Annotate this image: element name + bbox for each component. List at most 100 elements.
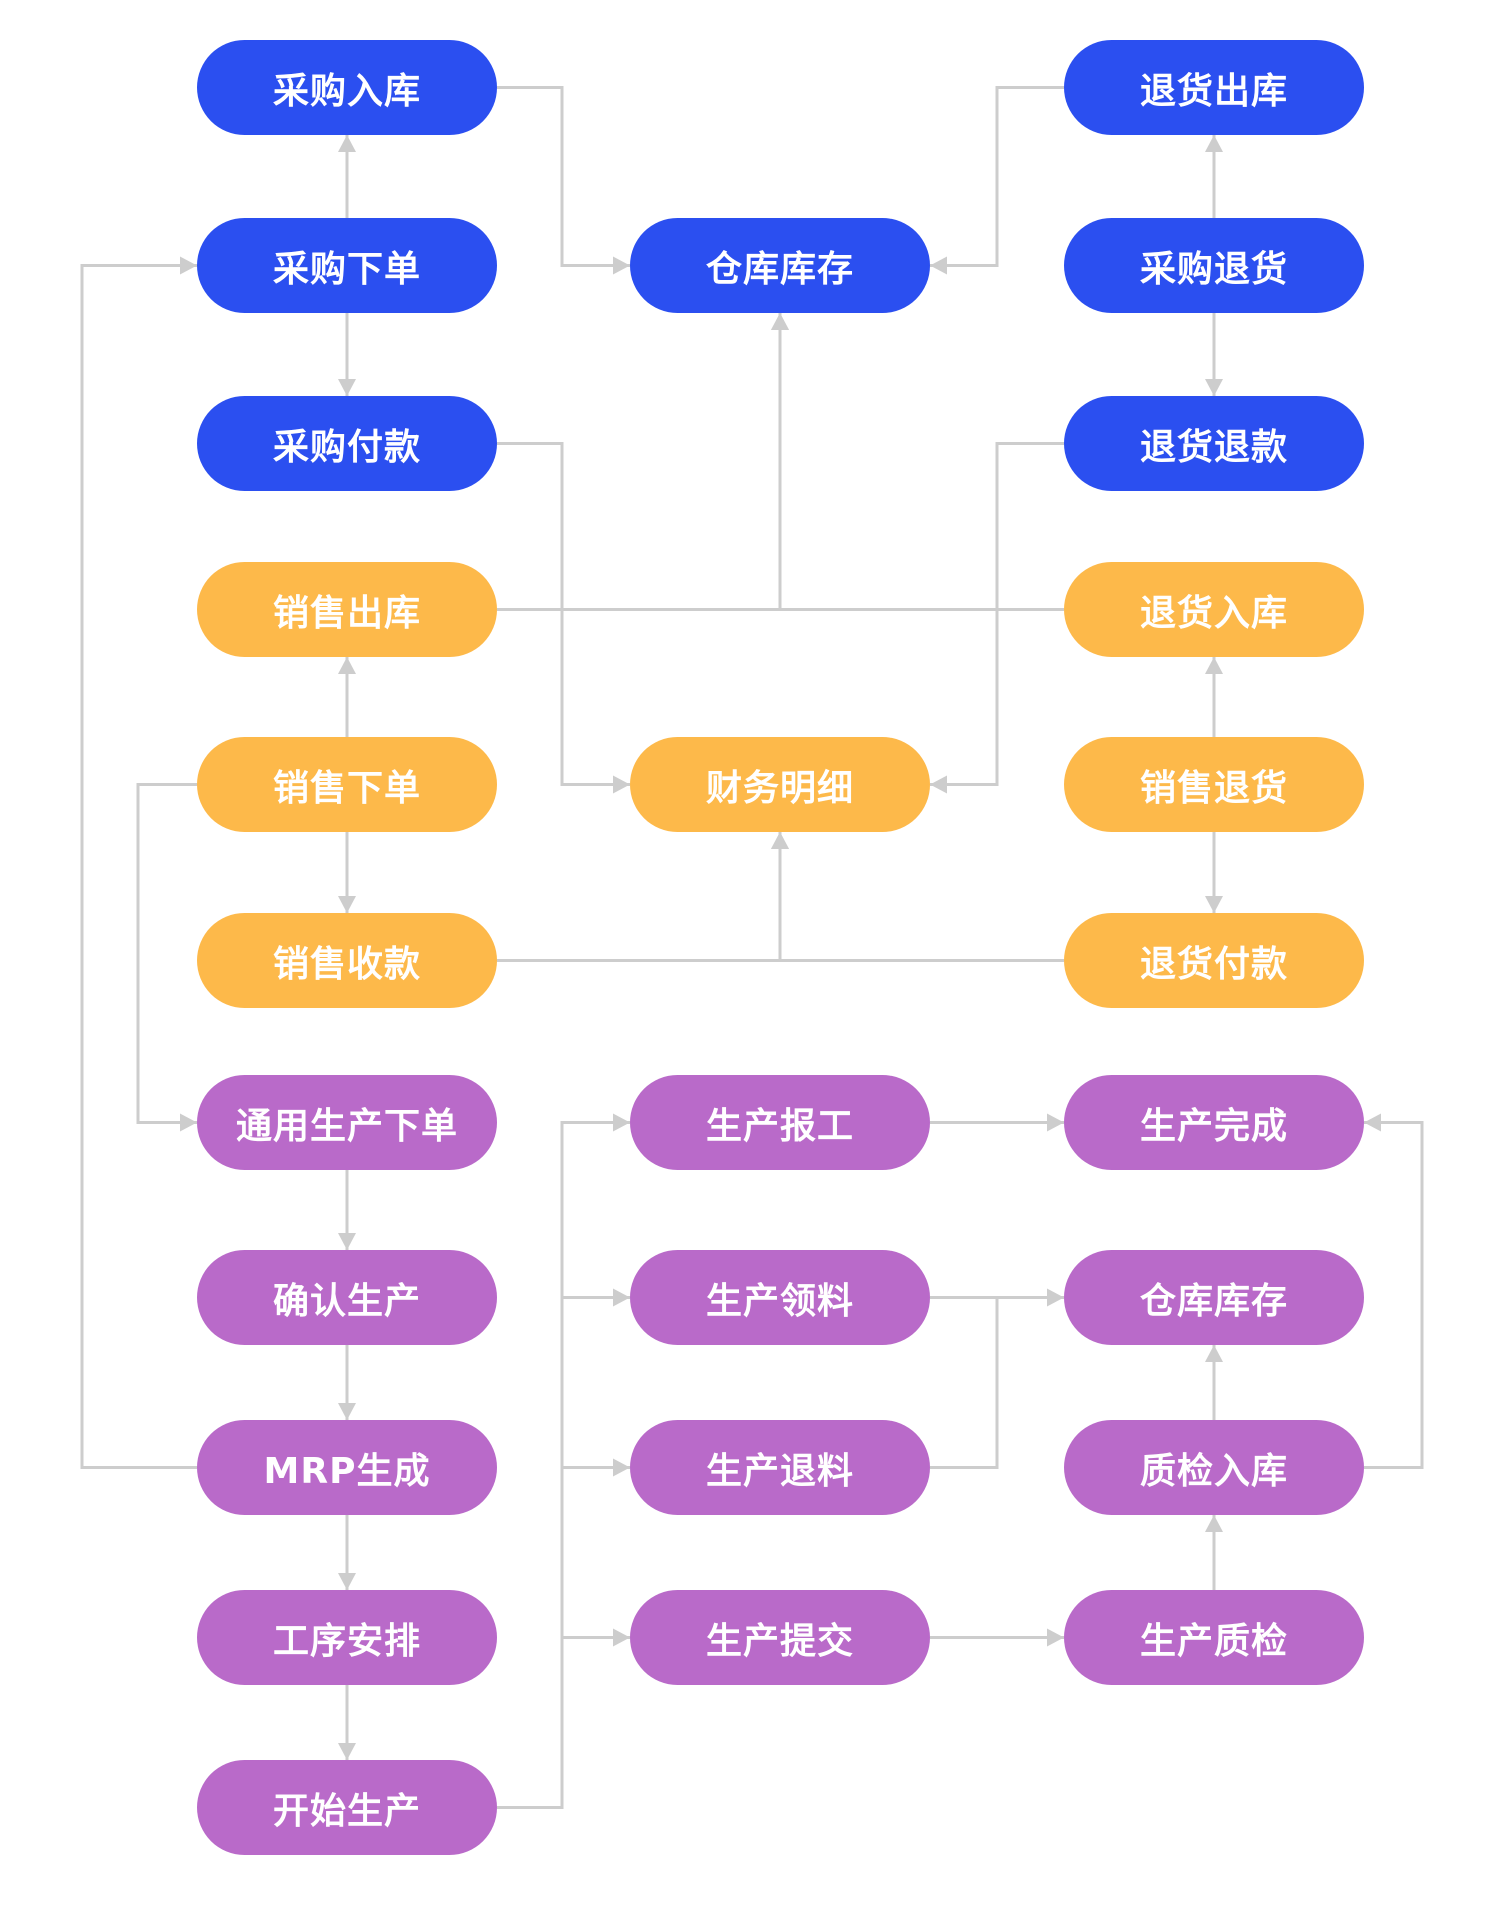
- connector-line: [136, 783, 197, 1124]
- node-label: 通用生产下单: [235, 1105, 458, 1147]
- connector-purchase-pay-to-finance: [497, 442, 630, 794]
- arrowhead-icon: [613, 1458, 630, 1477]
- node-label: 工序安排: [272, 1620, 421, 1662]
- node-sales-order[interactable]: 销售下单: [197, 737, 497, 832]
- node-return-refund[interactable]: 退货退款: [1064, 396, 1364, 491]
- arrowhead-icon: [1205, 657, 1223, 674]
- node-mrp[interactable]: MRP生成: [197, 1420, 497, 1515]
- node-pick-material[interactable]: 生产领料: [630, 1250, 930, 1345]
- node-purchase-return[interactable]: 采购退货: [1064, 218, 1364, 313]
- connector-line: [80, 264, 197, 1469]
- node-label: 开始生产: [272, 1790, 421, 1832]
- arrowhead-icon: [338, 1573, 356, 1590]
- arrowhead-icon: [180, 1113, 197, 1132]
- arrowhead-icon: [338, 135, 356, 152]
- connector-start-prod-to-pick-material: [562, 1288, 630, 1307]
- connector-submit-prod-to-prod-qc: [930, 1628, 1064, 1647]
- node-label: 生产质检: [1139, 1620, 1288, 1662]
- node-label: 生产领料: [705, 1280, 854, 1322]
- connector-start-prod-to-report-work: [497, 1113, 630, 1809]
- node-process[interactable]: 工序安排: [197, 1590, 497, 1685]
- node-label: 退货退款: [1139, 426, 1288, 468]
- node-purchase-order[interactable]: 采购下单: [197, 218, 497, 313]
- connector-line: [778, 313, 1064, 611]
- arrowhead-icon: [338, 896, 356, 913]
- node-label: 生产提交: [705, 1620, 854, 1662]
- connector-line: [497, 832, 782, 962]
- arrowhead-icon: [1205, 135, 1223, 152]
- node-return-in[interactable]: 退货入库: [1064, 562, 1364, 657]
- node-finance[interactable]: 财务明细: [630, 737, 930, 832]
- connector-line: [778, 832, 1064, 962]
- node-prod-order[interactable]: 通用生产下单: [197, 1075, 497, 1170]
- connector-purchase-in-to-inventory: [497, 86, 630, 275]
- connector-line: [930, 86, 1064, 267]
- node-sales-out[interactable]: 销售出库: [197, 562, 497, 657]
- node-label: 仓库库存: [705, 248, 854, 290]
- node-return-out[interactable]: 退货出库: [1064, 40, 1364, 135]
- node-sales-return[interactable]: 销售退货: [1064, 737, 1364, 832]
- arrowhead-icon: [1047, 1113, 1064, 1132]
- node-return-material[interactable]: 生产退料: [630, 1420, 930, 1515]
- arrowhead-icon: [338, 379, 356, 396]
- node-label: 采购付款: [272, 426, 421, 468]
- node-inventory-2[interactable]: 仓库库存: [1064, 1250, 1364, 1345]
- connector-line: [930, 442, 1064, 786]
- arrowhead-icon: [338, 1403, 356, 1420]
- node-report-work[interactable]: 生产报工: [630, 1075, 930, 1170]
- connector-purchase-return-to-return-out: [1205, 135, 1223, 218]
- connector-line: [497, 442, 630, 786]
- node-purchase-in[interactable]: 采购入库: [197, 40, 497, 135]
- node-start-prod[interactable]: 开始生产: [197, 1760, 497, 1855]
- node-label: 退货出库: [1139, 70, 1288, 112]
- node-confirm-prod[interactable]: 确认生产: [197, 1250, 497, 1345]
- node-label: 生产报工: [705, 1105, 854, 1147]
- arrowhead-icon: [930, 256, 947, 275]
- connector-return-pay-to-finance: [771, 832, 1064, 962]
- node-submit-prod[interactable]: 生产提交: [630, 1590, 930, 1685]
- arrowhead-icon: [1205, 1345, 1223, 1362]
- arrowhead-icon: [1205, 896, 1223, 913]
- connector-line: [1364, 1121, 1424, 1469]
- connector-mrp-to-purchase-order: [80, 256, 197, 1469]
- node-sales-collect[interactable]: 销售收款: [197, 913, 497, 1008]
- node-purchase-pay[interactable]: 采购付款: [197, 396, 497, 491]
- node-label: 销售出库: [272, 592, 421, 634]
- node-label: 退货付款: [1139, 943, 1288, 985]
- connector-return-refund-to-finance: [930, 442, 1064, 794]
- connector-purchase-order-to-purchase-in: [338, 135, 356, 218]
- node-qc-in[interactable]: 质检入库: [1064, 1420, 1364, 1515]
- connector-return-material-to-inventory-2: [930, 1297, 999, 1469]
- node-label: MRP生成: [263, 1450, 431, 1492]
- arrowhead-icon: [613, 775, 630, 794]
- arrowhead-icon: [180, 256, 197, 275]
- node-label: 仓库库存: [1139, 1280, 1288, 1322]
- connector-report-work-to-prod-done: [930, 1113, 1064, 1132]
- connector-process-to-start-prod: [338, 1685, 356, 1760]
- connector-purchase-order-to-purchase-pay: [338, 313, 356, 396]
- node-return-pay[interactable]: 退货付款: [1064, 913, 1364, 1008]
- arrowhead-icon: [1205, 1515, 1223, 1532]
- node-inventory[interactable]: 仓库库存: [630, 218, 930, 313]
- connector-sales-order-to-prod-order: [136, 783, 197, 1132]
- arrowhead-icon: [1047, 1288, 1064, 1307]
- node-label: 销售收款: [272, 943, 421, 985]
- connector-line: [497, 86, 630, 267]
- node-prod-qc[interactable]: 生产质检: [1064, 1590, 1364, 1685]
- arrowhead-icon: [613, 1288, 630, 1307]
- connector-sales-return-to-return-in: [1205, 657, 1223, 737]
- connector-return-in-to-inventory: [771, 313, 1064, 611]
- connector-purchase-return-to-return-refund: [1205, 313, 1223, 396]
- connector-sales-order-to-sales-out: [338, 657, 356, 737]
- arrowhead-icon: [613, 256, 630, 275]
- connector-sales-collect-to-finance: [497, 832, 789, 962]
- node-prod-done[interactable]: 生产完成: [1064, 1075, 1364, 1170]
- connector-start-prod-to-return-material: [562, 1458, 630, 1477]
- node-label: 质检入库: [1139, 1450, 1288, 1492]
- connector-qc-in-to-inventory-2: [1205, 1345, 1223, 1420]
- arrowhead-icon: [613, 1628, 630, 1647]
- arrowhead-icon: [338, 1233, 356, 1250]
- node-label: 生产完成: [1139, 1105, 1288, 1147]
- node-label: 生产退料: [705, 1450, 854, 1492]
